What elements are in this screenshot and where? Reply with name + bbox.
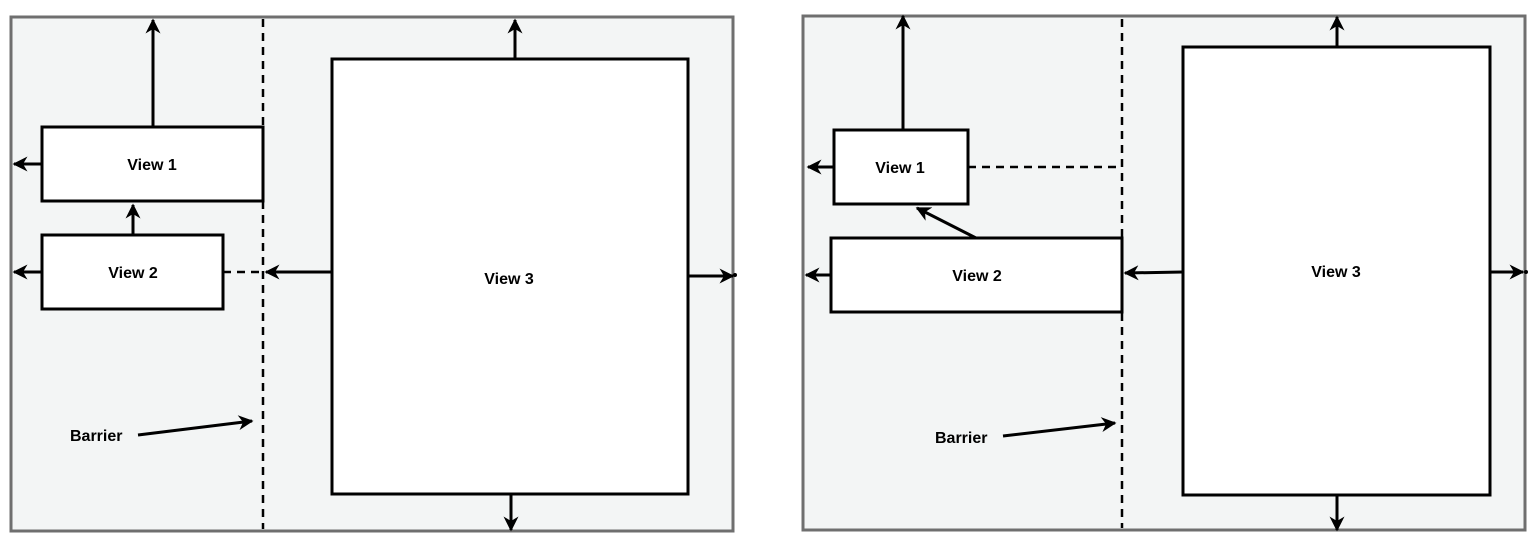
right-barrier-pointer-arrow (1002, 417, 1117, 438)
left-barrier-pointer-arrow (137, 415, 254, 437)
right-view-1-box[interactable] (832, 128, 970, 206)
left-view-3-label: View 3 (484, 271, 534, 288)
right-right-anchor-dot (1524, 270, 1528, 274)
right-view-2-box[interactable] (829, 236, 1124, 314)
left-view-1-box[interactable] (40, 125, 265, 203)
left-barrier-label: Barrier (70, 428, 122, 445)
right-view-3-label: View 3 (1311, 264, 1361, 281)
right-view-2-label: View 2 (952, 268, 1002, 285)
left-view-2-box[interactable] (40, 233, 225, 311)
right-barrier-label: Barrier (935, 430, 987, 447)
right-view-1-label: View 1 (875, 160, 925, 177)
left-view-1-label: View 1 (127, 157, 177, 174)
left-view-2-label: View 2 (108, 265, 158, 282)
left-right-anchor-dot (733, 273, 737, 277)
right-view-2-to-view-1-arrow (915, 206, 977, 240)
right-diagram: View 1 View 2 View 3 Barrier (801, 14, 1528, 532)
left-diagram: View 1 View 2 View 3 Barrier (9, 15, 737, 533)
left-view-3-box[interactable] (330, 57, 690, 496)
right-view-3-to-view-2-arrow (1123, 265, 1184, 281)
